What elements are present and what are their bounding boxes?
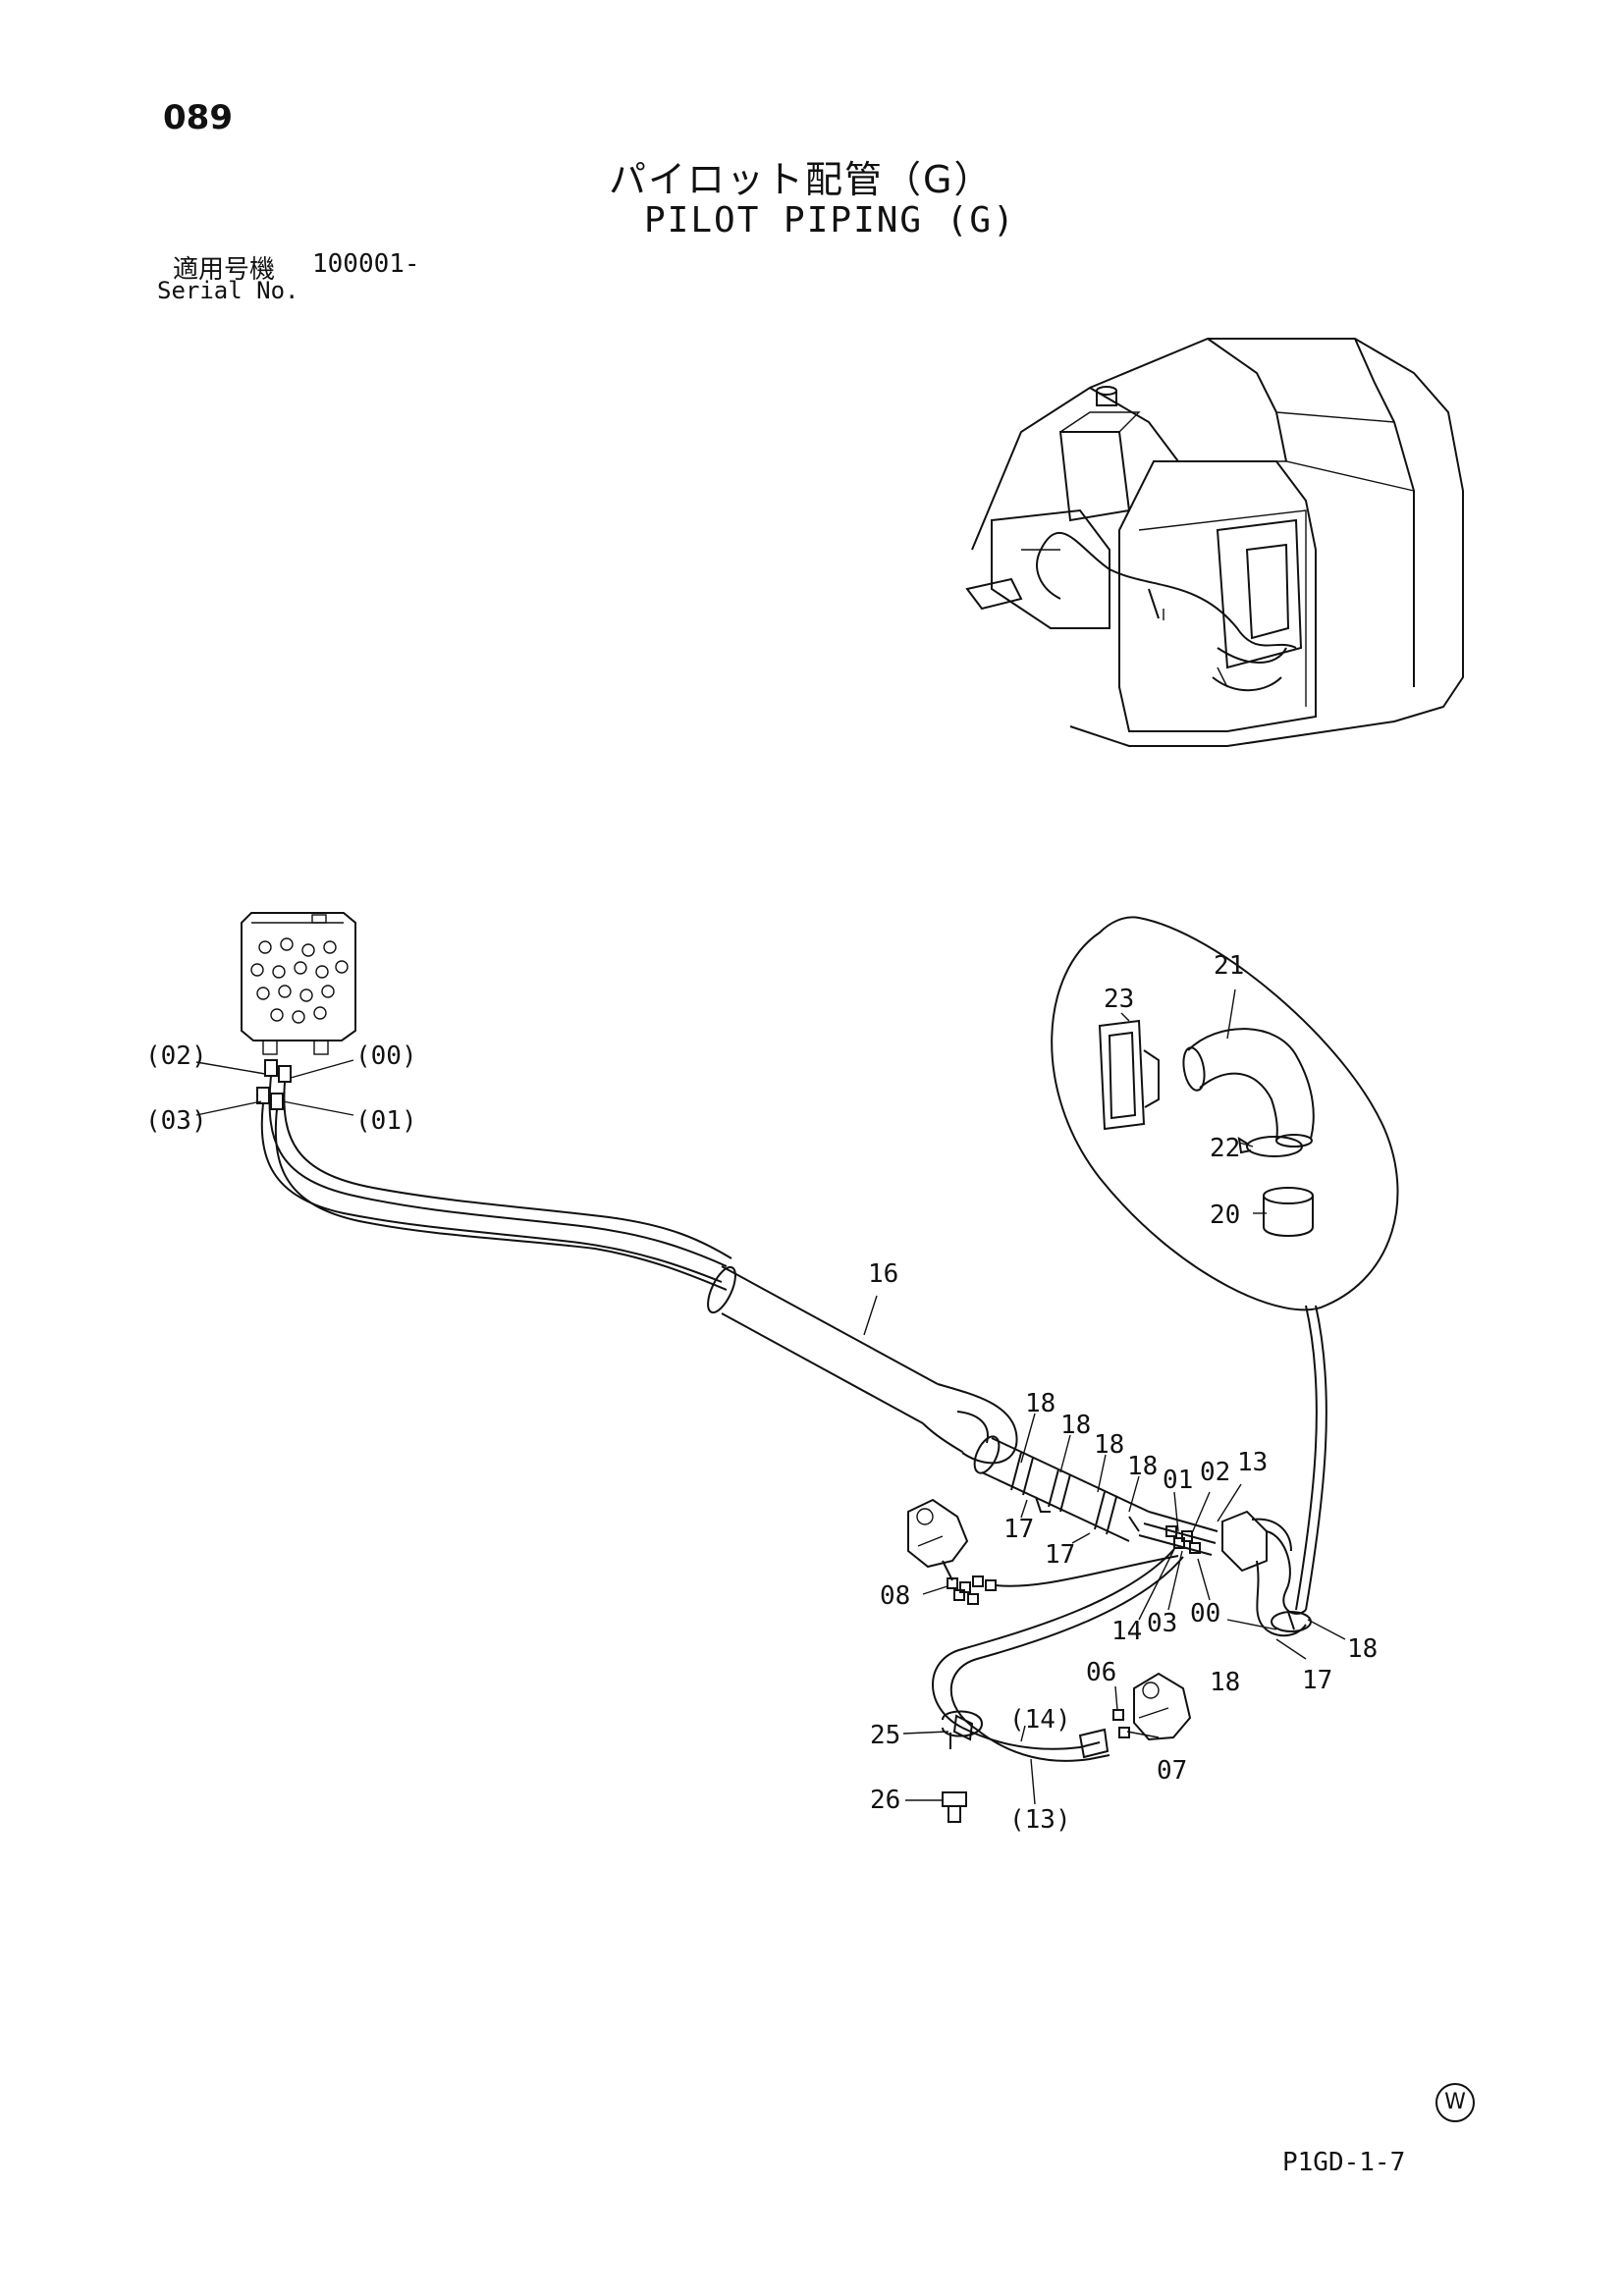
callout-25: 25 (870, 1721, 900, 1750)
callout-18: 18 (1210, 1668, 1240, 1697)
callout-03-paren: (03) (145, 1106, 207, 1136)
callout-00: 00 (1190, 1599, 1220, 1629)
callout-22: 22 (1210, 1134, 1240, 1163)
callout-02: 02 (1200, 1458, 1230, 1487)
callout-21: 21 (1214, 951, 1244, 981)
callout-18: 18 (1025, 1389, 1056, 1418)
callout-07: 07 (1157, 1756, 1187, 1786)
hose-sleeve (707, 1265, 1018, 1465)
detail-part-21-elbow (1182, 1028, 1315, 1148)
callout-13: 13 (1237, 1448, 1268, 1477)
callout-14-paren: (14) (1009, 1705, 1071, 1735)
callout-17: 17 (1003, 1515, 1034, 1544)
title-english: PILOT PIPING (G) (644, 200, 1016, 240)
callout-16: 16 (868, 1259, 898, 1289)
pilot-valve-block (241, 912, 356, 1055)
title-japanese: パイロット配管（G） (609, 158, 994, 201)
callout-01: 01 (1163, 1466, 1193, 1495)
detail-part-22-clamp (1237, 1136, 1303, 1157)
callout-labels: (02) (00) (03) (01) 16 18 18 18 18 17 17… (145, 951, 1378, 1835)
machine-overview-illustration (965, 338, 1464, 747)
callout-20: 20 (1210, 1201, 1240, 1230)
callout-00-paren: (00) (355, 1041, 417, 1071)
callout-18: 18 (1127, 1452, 1158, 1481)
callout-02-paren: (02) (145, 1041, 207, 1071)
pilot-pump-upper (907, 1498, 997, 1605)
detail-part-20-cap (1263, 1187, 1314, 1237)
serial-number-range: 100001- (312, 249, 420, 279)
serial-label-japanese: 適用号機 (173, 255, 276, 285)
callout-17: 17 (1045, 1540, 1075, 1570)
fittings-cluster (1138, 1510, 1312, 1637)
callout-14: 14 (1111, 1617, 1142, 1646)
callout-01-paren: (01) (355, 1106, 417, 1136)
callout-17: 17 (1302, 1666, 1332, 1695)
pilot-pump-lower (1112, 1672, 1192, 1741)
callout-26: 26 (870, 1786, 900, 1815)
callout-08: 08 (880, 1581, 910, 1611)
callout-23: 23 (1104, 985, 1134, 1014)
lower-hose-routing (932, 1548, 1184, 1762)
detail-bubble (1051, 916, 1399, 1611)
clamp-and-bolt (942, 1710, 984, 1823)
watermark-symbol: W (1435, 2083, 1475, 2122)
page-number: 089 (163, 98, 233, 137)
leader-lines (195, 988, 1346, 1805)
clamped-hose-section (973, 1435, 1150, 1542)
footer-code: P1GD-1-7 (1282, 2148, 1406, 2177)
callout-03: 03 (1147, 1609, 1177, 1638)
callout-18: 18 (1347, 1634, 1378, 1664)
callout-18: 18 (1060, 1411, 1091, 1440)
callout-06: 06 (1086, 1658, 1116, 1687)
pilot-hose-bundle (260, 1075, 732, 1291)
serial-label-english: Serial No. (157, 277, 299, 304)
detail-part-23-grommet (1098, 1019, 1160, 1131)
callout-13-paren: (13) (1009, 1805, 1071, 1835)
callout-18: 18 (1094, 1430, 1124, 1460)
